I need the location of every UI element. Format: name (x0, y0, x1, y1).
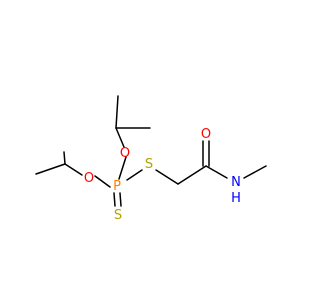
atom-oxygen-carbonyl: O (201, 127, 211, 142)
bond-lower-ch-me-top (63, 151, 66, 165)
bond-p-o-lower (94, 175, 111, 188)
bond-p-s-thioether (126, 169, 143, 181)
bond-lower-ch-me-left (35, 163, 66, 175)
bond-ch2-carbonyl-c (177, 165, 207, 185)
atom-hydrogen-on-nitrogen: H (231, 191, 241, 206)
atom-o-ether-upper: O (120, 146, 130, 161)
molecule-diagram: O O P S S O N H (35, 95, 267, 223)
bond-n-ch3 (243, 165, 267, 179)
bond-c-n (205, 165, 228, 179)
bond-p-o-upper (118, 156, 127, 180)
bond-o-lower-ch (64, 163, 83, 176)
bond-p-s-thione-2 (119, 192, 122, 207)
atom-nitrogen: N (231, 175, 241, 190)
bond-p-s-thione-1 (113, 192, 116, 207)
atom-o-ether-lower: O (84, 171, 94, 186)
bond-s-ch2 (155, 169, 179, 185)
atom-sulfur-thioether: S (145, 157, 153, 172)
bond-upper-ch-me-top (115, 95, 119, 129)
structure-canvas: O O P S S O N H (35, 95, 267, 223)
atom-sulfur-thione: S (114, 208, 122, 223)
atom-phosphorus: P (113, 179, 121, 194)
bond-o-upper-ch (115, 127, 125, 148)
